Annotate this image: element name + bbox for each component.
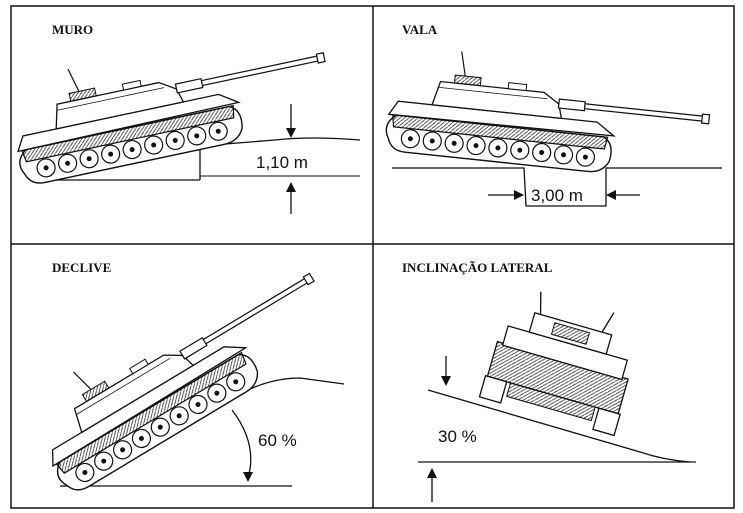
height-measure: 1,10 m	[256, 153, 308, 172]
panel-declive: DECLIVE 60 %	[15, 240, 346, 498]
slope-arc-arrow	[243, 472, 253, 482]
width-dimension	[488, 190, 640, 200]
height-dimension	[286, 104, 296, 214]
panel-muro: MURO 1,10 m	[1, 15, 361, 214]
panel-vala: VALA 3,00 m	[383, 22, 722, 207]
panel-title-inclinacao-lateral: INCLINAÇÃO LATERAL	[402, 260, 553, 275]
panel-title-muro: MURO	[52, 22, 93, 37]
tank-declive	[15, 240, 346, 498]
tank-vala	[383, 43, 715, 185]
side-slope-measure: 30 %	[438, 427, 477, 446]
side-slope-dimension	[427, 356, 451, 502]
panel-inclinacao-lateral: INCLINAÇÃO LATERAL 30 %	[402, 260, 696, 502]
slope-measure: 60 %	[258, 431, 297, 450]
width-measure: 3,00 m	[531, 186, 583, 205]
slope-angle-arc	[231, 409, 252, 479]
side-slope-profile	[427, 389, 691, 463]
tank-front-view	[478, 291, 629, 437]
panel-title-declive: DECLIVE	[52, 260, 111, 275]
panel-title-vala: VALA	[402, 22, 438, 37]
trench-ground	[392, 167, 722, 207]
wall-profile	[199, 137, 361, 180]
